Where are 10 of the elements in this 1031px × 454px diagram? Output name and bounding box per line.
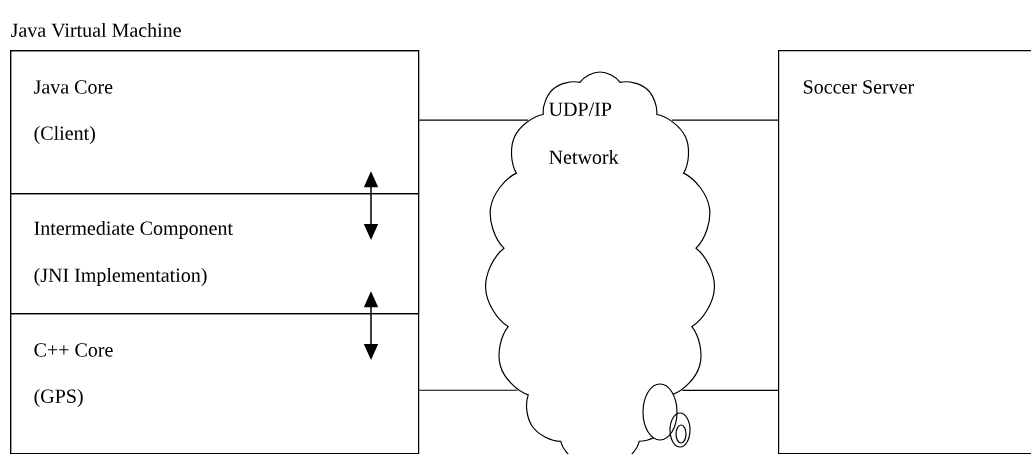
heading: Java Virtual Machine [11,22,181,38]
connector-line [418,389,519,391]
cloud: UDP/IP Network [485,71,715,454]
connector-line [681,389,779,391]
component-box: Soccer Server [778,50,1031,454]
component-box: Intermediate Component (JNI Implementation) [10,193,420,315]
component-box: Java Core (Client) [10,50,420,195]
component-box: C++ Core (GPS) [10,313,420,454]
connector-line [418,119,529,121]
connector-line [671,119,779,121]
